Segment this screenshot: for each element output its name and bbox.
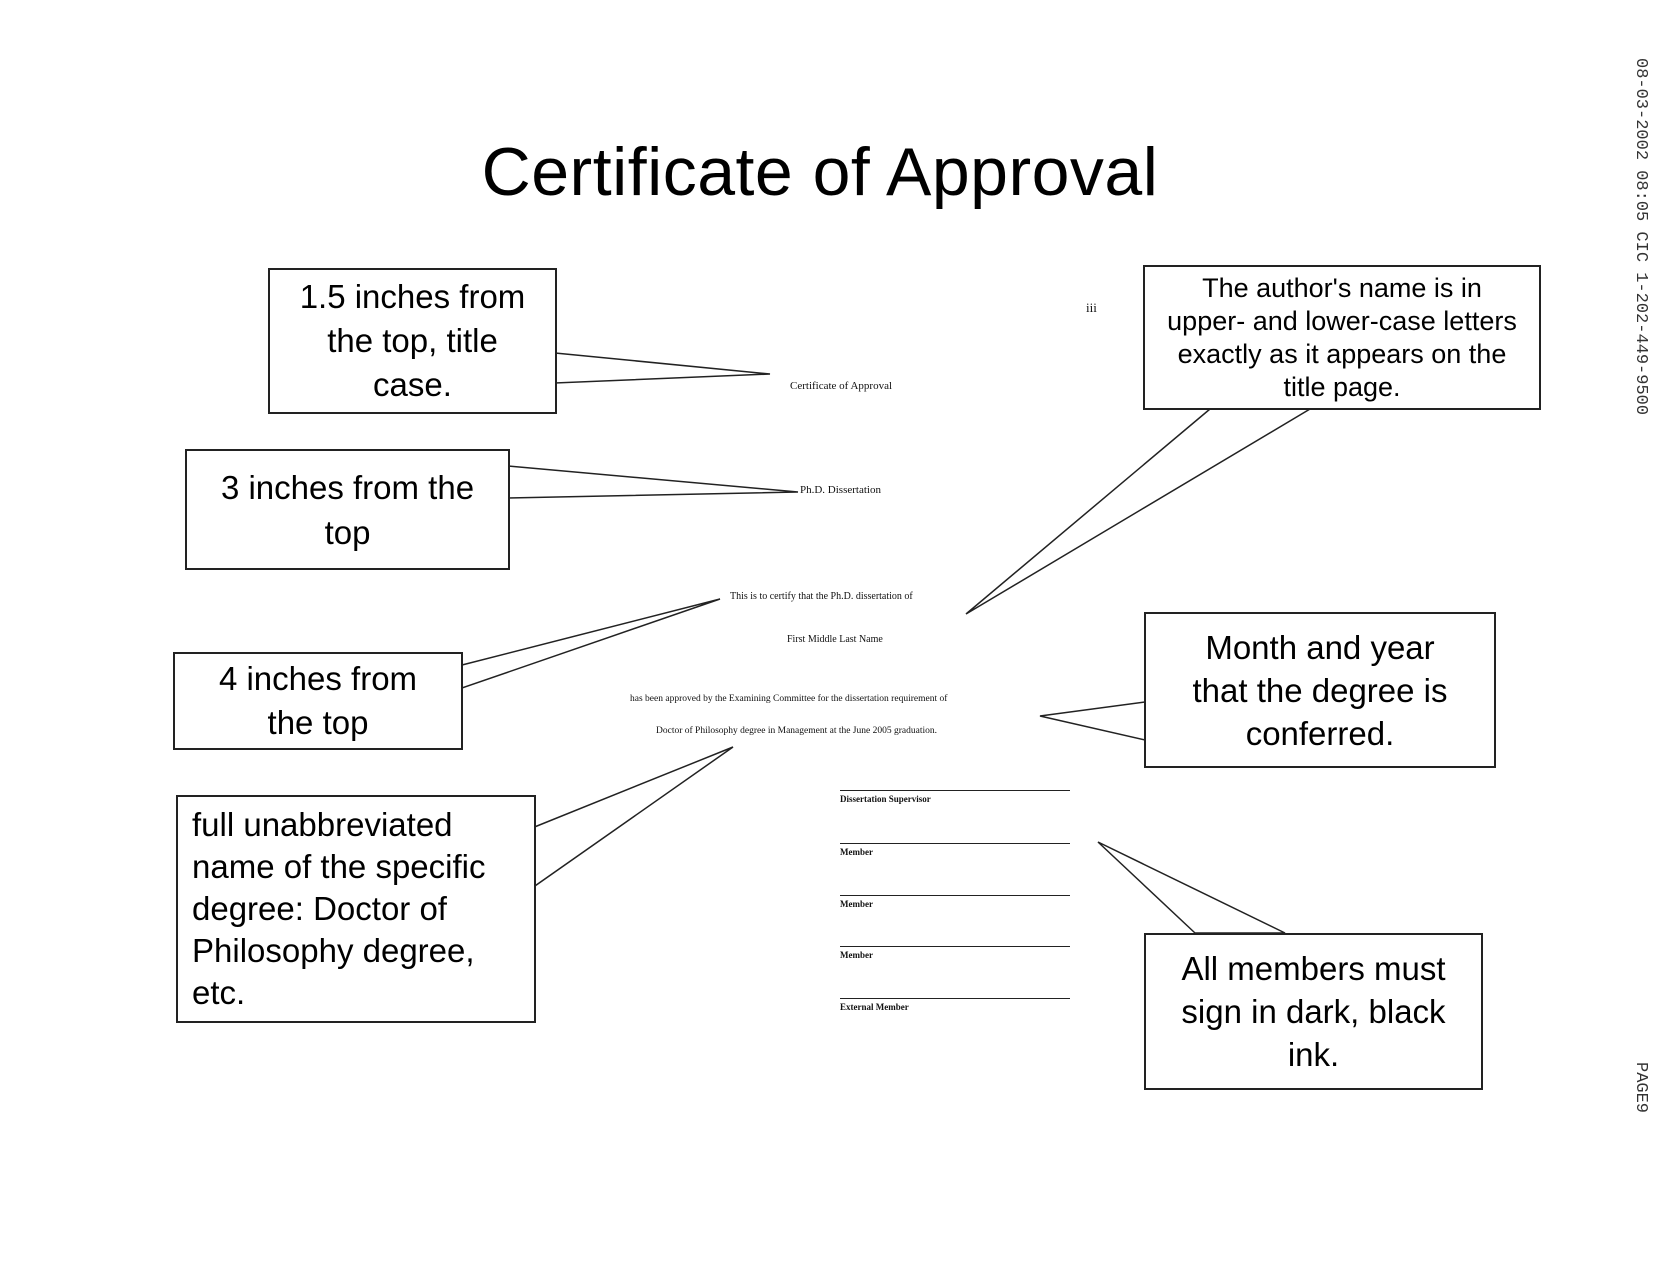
callout-line: top [324, 513, 371, 551]
pointer-four-inches [461, 598, 721, 690]
callout-month-year: Month and year that the degree is confer… [1144, 612, 1496, 768]
callout-line: The author's name is in [1202, 272, 1482, 303]
signature-label: Member [840, 847, 873, 857]
signature-label: Member [840, 950, 873, 960]
signature-label: Dissertation Supervisor [840, 794, 931, 804]
document-approval-line-2: Doctor of Philosophy degree in Managemen… [656, 726, 937, 736]
callout-line: title page. [1283, 371, 1401, 402]
pointer-month-year [1039, 701, 1146, 741]
page-stamp: PAGE9 [1631, 1062, 1650, 1114]
callout-line: 1.5 inches from [299, 278, 526, 315]
callout-line: Philosophy degree, [192, 932, 475, 969]
callout-line: full unabbreviated [192, 806, 453, 843]
document-title: Certificate of Approval [790, 380, 893, 392]
document-subtitle: Ph.D. Dissertation [800, 484, 881, 496]
signature-label: Member [840, 899, 873, 909]
callout-line: that the degree is [1192, 671, 1448, 709]
callout-line: the top [267, 704, 369, 741]
signature-label: External Member [840, 1002, 909, 1012]
signature-line [840, 843, 1070, 844]
callout-line: conferred. [1245, 714, 1395, 752]
signature-line [840, 946, 1070, 947]
callout-line: sign in dark, black [1181, 993, 1446, 1030]
pointer-top-title [554, 352, 771, 384]
callout-line: 3 inches from the [220, 468, 475, 506]
document-certify-line: This is to certify that the Ph.D. disser… [730, 591, 913, 602]
document-page-number: iii [1086, 300, 1097, 315]
callout-line: ink. [1287, 1036, 1340, 1073]
callout-line: exactly as it appears on the [1177, 338, 1507, 369]
callout-line: degree: Doctor of [192, 890, 447, 927]
callout-author-name: The author's name is in upper- and lower… [1143, 265, 1541, 410]
callout-black-ink: All members must sign in dark, black ink… [1144, 933, 1483, 1090]
callout-degree-name: full unabbreviated name of the specific … [176, 795, 536, 1023]
callout-title-position: 1.5 inches from the top, title case. [268, 268, 557, 414]
callout-line: name of the specific [192, 848, 486, 885]
pointer-black-ink [1097, 841, 1286, 934]
pointer-three-inches [507, 465, 799, 499]
signature-line [840, 790, 1070, 791]
callout-line: Month and year [1205, 628, 1435, 666]
callout-four-inches: 4 inches from the top [173, 652, 463, 750]
callout-line: case. [373, 366, 452, 403]
callout-line: 4 inches from [218, 660, 418, 697]
document-approval-line-1: has been approved by the Examining Commi… [630, 694, 948, 704]
signature-line [840, 998, 1070, 999]
callout-line: etc. [192, 974, 246, 1011]
fax-stamp: 08-03-2002 08:05 CIC 1-202-449-9500 [1631, 58, 1650, 416]
pointer-author-name [965, 408, 1313, 615]
callout-line: upper- and lower-case letters [1167, 305, 1517, 336]
signature-line [840, 895, 1070, 896]
callout-three-inches: 3 inches from the top [185, 449, 510, 570]
page-title: Certificate of Approval [481, 134, 1159, 210]
pointer-degree-name [531, 746, 734, 890]
callout-line: All members must [1181, 950, 1446, 987]
document-author-name: First Middle Last Name [787, 634, 883, 645]
callout-line: the top, title [327, 322, 498, 359]
